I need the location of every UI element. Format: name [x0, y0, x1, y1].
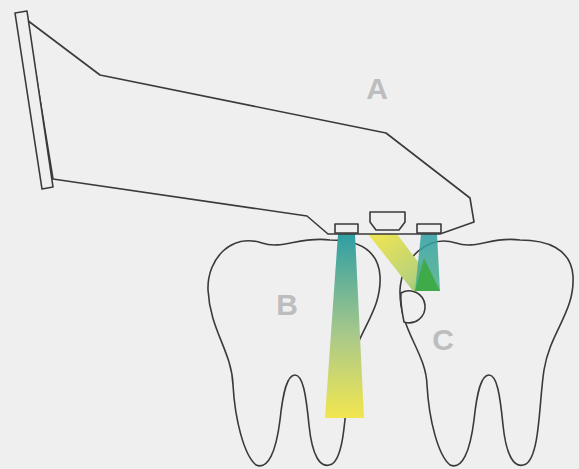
scanner-body	[27, 20, 474, 234]
beam-b	[325, 234, 364, 418]
lens	[370, 212, 405, 230]
window-right	[417, 224, 441, 233]
part-label: B	[276, 290, 298, 320]
part-label: C	[432, 325, 454, 355]
beam-c	[415, 234, 440, 291]
beam-overlap	[415, 258, 440, 291]
part-label: A	[366, 74, 388, 104]
scanner-plate	[15, 11, 53, 189]
window-left	[335, 224, 358, 233]
beam-lens	[368, 234, 440, 291]
cavity	[401, 291, 425, 323]
tooth-c	[400, 239, 573, 466]
